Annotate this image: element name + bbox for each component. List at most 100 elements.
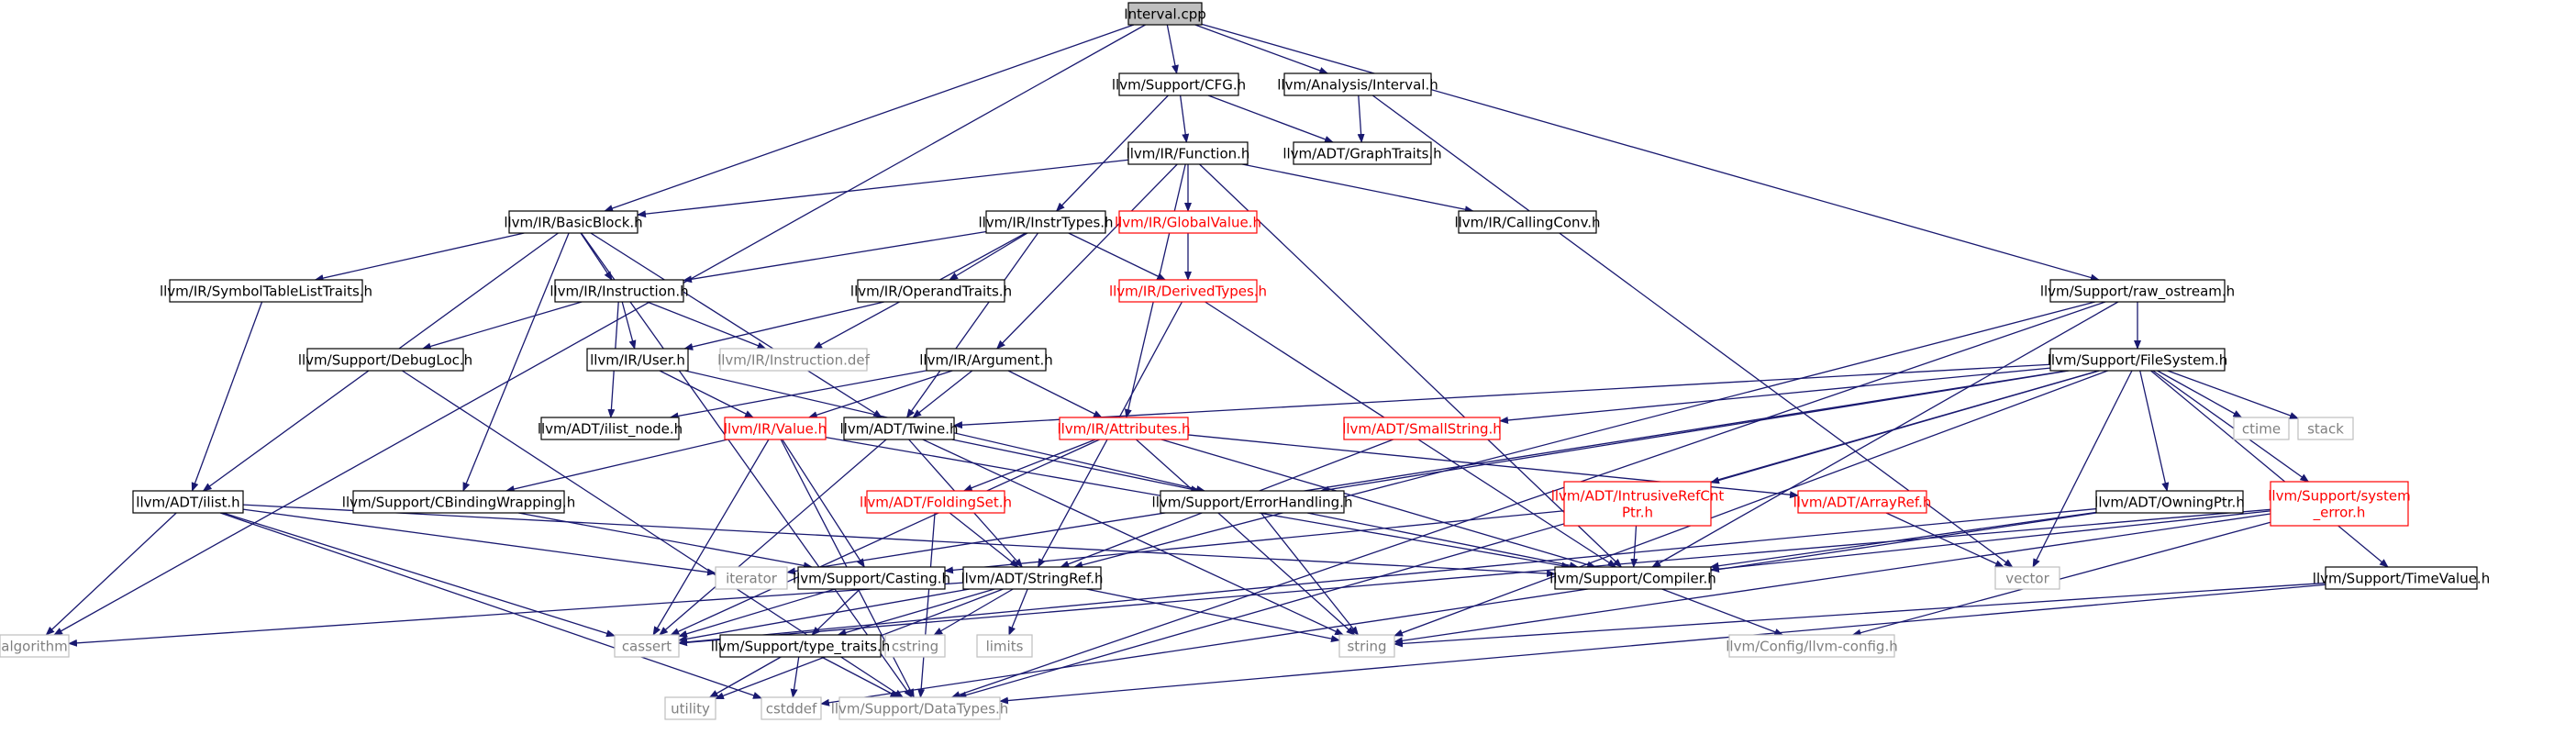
edge-line [2032, 370, 2133, 568]
edge-line [2139, 370, 2170, 492]
node-box [926, 348, 1047, 372]
edge-line [314, 232, 525, 282]
edge-line [996, 163, 1178, 350]
node-support_cfg[interactable]: llvm/Support/CFG.h [1112, 72, 1246, 96]
edge-ir_symboltable-to-adt_ilist [191, 301, 263, 492]
edge-line [670, 439, 1100, 636]
node-adt_arrayref[interactable]: llvm/ADT/ArrayRef.h [1793, 490, 1932, 514]
node-label: llvm/ADT/FoldingSet.h [860, 495, 1012, 511]
node-ir_callingconv[interactable]: llvm/IR/CallingConv.h [1454, 210, 1601, 234]
edge-line [1160, 439, 1597, 569]
node-box [554, 279, 684, 303]
edge-support_type_traits-to-cstddef [790, 656, 800, 698]
node-box [540, 417, 680, 440]
edge-support_filesystem-to-adt_owningptr [2139, 370, 2170, 492]
node-label: string [1347, 639, 1386, 655]
edge-line [191, 301, 263, 492]
node-box [838, 696, 1001, 720]
node-support_compiler[interactable]: llvm/Support/Compiler.h [1549, 566, 1716, 590]
edge-line [1201, 23, 2100, 282]
edge-line [1630, 525, 1638, 568]
edge-support_raw_ostream-to-support_datatypes [950, 301, 2106, 698]
node-ir_operandtraits[interactable]: llvm/IR/OperandTraits.h [850, 279, 1012, 303]
node-adt_foldingset[interactable]: llvm/ADT/FoldingSet.h [860, 490, 1012, 514]
node-label: llvm/ADT/ilist.h [136, 495, 239, 511]
node-support_type_traits[interactable]: llvm/Support/type_traits.h [711, 634, 891, 658]
node-support_raw_ostream[interactable]: llvm/Support/raw_ostream.h [2040, 279, 2235, 303]
edge-adt_intrusiverefcnt-to-support_casting [944, 510, 1565, 574]
node-support_cbinding[interactable]: llvm/Support/CBindingWrapping.h [342, 490, 575, 514]
edge-line [242, 504, 1556, 578]
node-support_debugloc[interactable]: llvm/Support/DebugLoc.h [298, 348, 472, 372]
node-box [2095, 490, 2244, 514]
edge-ir_function-to-support_compiler [1199, 163, 1623, 568]
node-box [2049, 279, 2226, 303]
edge-line [669, 370, 927, 420]
node-limits: limits [976, 634, 1033, 658]
edge-line [637, 159, 1129, 218]
edge-line [683, 230, 987, 284]
node-adt_ilist[interactable]: llvm/ADT/ilist.h [132, 490, 244, 514]
node-support_errorhandling[interactable]: llvm/Support/ErrorHandling.h [1152, 490, 1353, 514]
node-label: cstring [892, 639, 938, 655]
node-ir_user[interactable]: llvm/IR/User.h [586, 348, 689, 372]
node-ir_value[interactable]: llvm/IR/Value.h [724, 417, 827, 440]
node-support_casting[interactable]: llvm/Support/Casting.h [793, 566, 950, 590]
edge-interval_cpp-to-support_raw_ostream [1201, 23, 2100, 282]
node-label: Interval.cpp [1124, 6, 1206, 23]
node-ir_function[interactable]: llvm/IR/Function.h [1127, 141, 1250, 165]
node-adt_smallstring[interactable]: llvm/ADT/SmallString.h [1342, 417, 1502, 440]
edge-adt_stringref-to-cassert [678, 588, 971, 643]
edge-line [2167, 370, 2299, 419]
node-label: llvm/IR/Value.h [724, 421, 827, 438]
node-box [1293, 141, 1432, 165]
node-label: llvm/ADT/ilist_node.h [538, 421, 683, 439]
edge-line [604, 24, 1135, 212]
node-box [352, 490, 565, 514]
node-ir_basicblock[interactable]: llvm/IR/BasicBlock.h [504, 210, 643, 234]
edge-ir_instrtypes-to-ir_operandtraits [949, 232, 1028, 281]
node-label: llvm/Support/CFG.h [1112, 77, 1246, 94]
node-adt_twine[interactable]: llvm/ADT/Twine.h [839, 417, 959, 440]
node-interval_cpp[interactable]: Interval.cpp [1124, 2, 1206, 26]
node-ir_instrtypes[interactable]: llvm/IR/InstrTypes.h [978, 210, 1114, 234]
edge-ir_argument-to-adt_twine [912, 370, 973, 418]
node-ir_instruction[interactable]: llvm/IR/Instruction.h [550, 279, 689, 303]
edge-line [1499, 367, 2051, 424]
edge-line [1055, 95, 1169, 212]
node-ir_globalvalue[interactable]: llvm/IR/GlobalValue.h [1115, 210, 1261, 234]
edge-line [820, 512, 2097, 706]
node-support_system_error[interactable]: llvm/Support/system_error.h [2268, 481, 2411, 527]
node-box [797, 566, 946, 590]
node-iterator: iterator [715, 566, 788, 590]
node-label: cstddef [766, 701, 817, 717]
node-adt_owningptr[interactable]: llvm/ADT/OwningPtr.h [2094, 490, 2245, 514]
node-adt_graphtraits[interactable]: llvm/ADT/GraphTraits.h [1282, 141, 1442, 165]
node-ir_argument[interactable]: llvm/IR/Argument.h [919, 348, 1053, 372]
node-box [857, 279, 1005, 303]
edge-line [1710, 510, 2271, 573]
node-support_timevalue[interactable]: llvm/Support/TimeValue.h [2313, 566, 2490, 590]
edge-support_casting-to-cassert [678, 588, 836, 638]
node-cassert: cassert [614, 634, 680, 658]
node-adt_stringref[interactable]: llvm/ADT/StringRef.h [960, 566, 1104, 590]
edge-ir_instruction-to-ir_user [621, 301, 637, 350]
node-label: llvm/ADT/ArrayRef.h [1793, 495, 1932, 511]
node-layer: Interval.cpp llvm/Support/CFG.h llvm/Analy… [0, 2, 2490, 720]
node-box [664, 696, 716, 720]
edge-line [2157, 370, 2243, 418]
edge-line [647, 301, 767, 350]
node-support_filesystem[interactable]: llvm/Support/FileSystem.h [2048, 348, 2228, 372]
node-adt_ilist_node[interactable]: llvm/ADT/ilist_node.h [538, 417, 683, 440]
edge-support_casting-to-support_type_traits [811, 588, 861, 636]
node-ir_derivedtypes[interactable]: llvm/IR/DerivedTypes.h [1109, 279, 1267, 303]
edge-adt_arrayref-to-vector [1885, 512, 2004, 568]
node-ir_attributes[interactable]: llvm/IR/Attributes.h [1057, 417, 1191, 440]
node-label: llvm/Support/DataTypes.h [831, 701, 1009, 717]
node-box [2049, 348, 2226, 372]
node-ir_symboltable[interactable]: llvm/IR/SymbolTableListTraits.h [160, 279, 372, 303]
node-analysis_interval[interactable]: llvm/Analysis/Interval.h [1277, 72, 1438, 96]
edge-line [2152, 370, 2310, 483]
node-box [1343, 417, 1501, 440]
